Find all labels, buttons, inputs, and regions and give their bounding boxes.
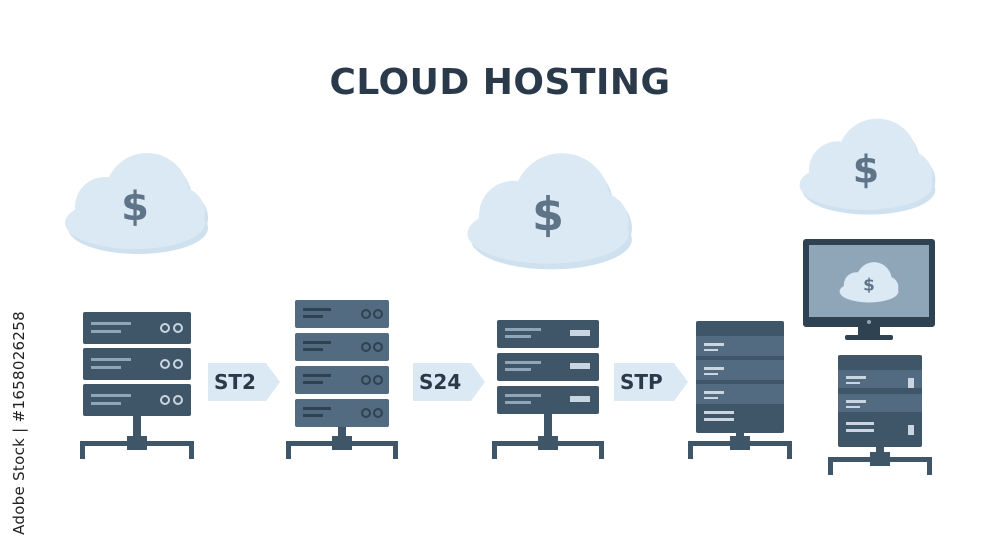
monitor-icon: $ xyxy=(803,239,935,340)
server-rack-3 xyxy=(492,320,604,459)
cloud-icon: $ xyxy=(839,262,899,303)
dollar-icon: $ xyxy=(863,274,875,294)
dollar-icon: $ xyxy=(853,147,879,191)
tag-label: S24 xyxy=(419,370,462,394)
server-rack-1 xyxy=(80,312,194,459)
page-title: CLOUD HOSTING xyxy=(329,62,671,103)
dollar-icon: $ xyxy=(532,187,564,241)
cloud-icon: $ xyxy=(65,153,208,254)
server-tower-5 xyxy=(828,355,932,475)
tag-label: STP xyxy=(620,370,663,394)
server-rack-2 xyxy=(286,300,398,459)
cloud-icon: $ xyxy=(467,153,632,270)
server-tower-4 xyxy=(688,321,792,459)
label-tag-stp: STP xyxy=(614,363,688,401)
label-tag-st2: ST2 xyxy=(208,363,280,401)
dollar-icon: $ xyxy=(121,184,149,230)
cloud-icon: $ xyxy=(799,118,936,215)
label-tag-s24: S24 xyxy=(413,363,485,401)
tag-label: ST2 xyxy=(214,370,256,394)
